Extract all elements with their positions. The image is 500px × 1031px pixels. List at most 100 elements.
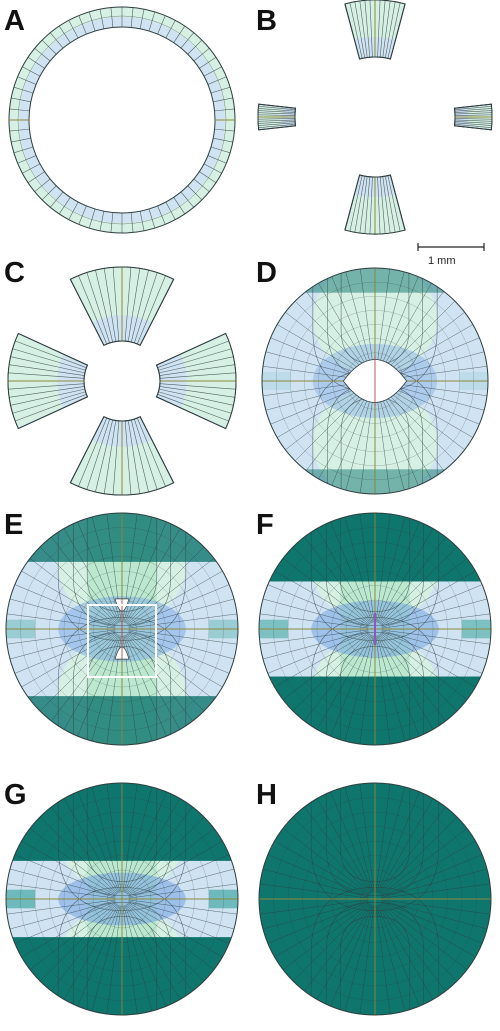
mesh-radial [380, 903, 468, 970]
mesh-radial [375, 387, 390, 494]
mesh-radial [381, 899, 491, 915]
mesh-radial [39, 816, 118, 895]
mesh-radial [375, 268, 390, 375]
panel-g-art [5, 782, 239, 1016]
petal-bottom-line [382, 176, 391, 234]
ring-segment-line [199, 171, 217, 184]
petal-bottom-line [364, 176, 371, 234]
petal-right-edge [453, 103, 493, 131]
petal-right-line [454, 122, 492, 126]
petal-right-edge [155, 332, 237, 430]
petal-left-line [258, 112, 296, 115]
mesh-radial [376, 271, 405, 375]
ring-segment-line [173, 25, 186, 43]
mesh-radial [127, 828, 215, 895]
mesh-radial [330, 521, 373, 623]
mesh-radial [379, 903, 458, 982]
panel-c-art [7, 266, 237, 496]
mesh-radial [51, 634, 118, 722]
ring-segment-line [203, 163, 222, 174]
mesh-radial [123, 905, 153, 1012]
mesh-radial [380, 840, 476, 896]
mesh-radial [381, 901, 483, 944]
mesh-radial [262, 900, 369, 930]
petal-top-line [127, 268, 141, 342]
petal-right-line [157, 394, 229, 422]
panel-label-a: A [4, 5, 25, 37]
mesh-radial [345, 387, 374, 491]
mesh-radial [381, 900, 488, 930]
scale-bar-label: 1 mm [428, 255, 456, 267]
mesh-radial [128, 598, 235, 628]
petal-bottom-line [359, 176, 368, 234]
ring-segment-line [193, 178, 210, 192]
petal-top-line [359, 0, 368, 58]
mesh-radial [359, 905, 375, 1015]
petal-top-line [112, 267, 120, 342]
mesh-radial [9, 630, 116, 660]
petal-top-line [387, 2, 401, 59]
panel-label-c: C [4, 257, 25, 289]
mesh-radial [381, 631, 483, 674]
mesh-radial [6, 899, 116, 915]
petal-bottom-line [86, 418, 110, 490]
mesh-radial [378, 386, 444, 471]
panel-label-h: H [256, 779, 277, 811]
petal-left-line [258, 118, 296, 120]
mesh-radial [360, 387, 375, 494]
petal-top-line [134, 272, 158, 344]
petal-left-line [8, 383, 85, 390]
mesh-radial [292, 633, 371, 712]
ring-segment-line [165, 20, 176, 39]
petal-top-line [86, 272, 110, 344]
mesh-radial [379, 806, 446, 894]
petal-left-line [15, 394, 87, 422]
panel-label-g: G [4, 779, 27, 811]
mesh-radial [128, 899, 238, 915]
petal-top-line [131, 270, 149, 343]
mesh-radial [379, 634, 446, 722]
mesh-radial [9, 900, 116, 930]
mesh-radial [128, 631, 230, 674]
mesh-radial [330, 635, 373, 737]
mesh-radial [267, 854, 369, 897]
petal-left-line [8, 372, 85, 379]
ring-segment-line [11, 97, 31, 103]
ring-segment-line [22, 163, 41, 174]
petal-bottom-line [95, 419, 113, 492]
mesh-radial [51, 904, 118, 992]
mesh-radial [9, 868, 116, 898]
ring-segment-line [139, 9, 145, 29]
mesh-radial [379, 904, 446, 992]
mesh-radial [376, 635, 406, 742]
mesh-radial [285, 312, 370, 378]
ring-segment-line [110, 212, 114, 233]
mesh-radial [262, 598, 369, 628]
ring-segment-line [193, 48, 210, 62]
petal-top-line [354, 1, 365, 58]
panel-b: B [256, 0, 493, 235]
mesh-radial [126, 633, 205, 712]
mesh-radial [77, 791, 120, 893]
ring-segment-line [187, 39, 203, 55]
ring-segment-line [9, 108, 30, 112]
mesh-radial [381, 630, 488, 660]
mesh-radial [379, 536, 446, 624]
mesh-radial [292, 903, 371, 982]
petal-left-line [10, 388, 85, 406]
inset-box [87, 604, 157, 678]
petal-right-line [159, 372, 236, 379]
mesh-radial [292, 816, 371, 895]
ring-segment-line [213, 137, 233, 143]
ring-segment-line [22, 66, 41, 77]
mesh-radial [128, 584, 230, 627]
panel-e: E [4, 509, 239, 746]
mesh-radial [39, 546, 118, 625]
petal-left-line [258, 114, 296, 116]
mesh-radial [262, 630, 369, 660]
petal-right-line [454, 118, 492, 120]
mesh-radial [127, 840, 223, 896]
mesh-radial [14, 901, 116, 944]
petal-top-line [379, 0, 386, 58]
